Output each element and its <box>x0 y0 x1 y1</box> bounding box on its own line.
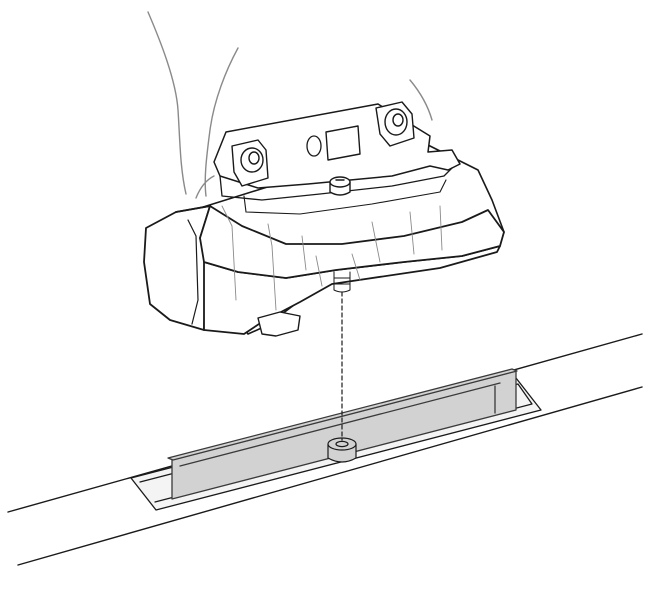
front-edge-detail <box>187 219 199 325</box>
palm-line <box>195 175 215 199</box>
finger-line-2 <box>409 79 433 121</box>
label-hole <box>306 135 322 157</box>
label-window <box>325 125 361 161</box>
threaded-stud <box>333 271 351 293</box>
finger-line-1 <box>204 47 239 197</box>
internal-detail <box>221 205 443 311</box>
base-tab <box>257 311 301 337</box>
t-nut <box>327 437 357 463</box>
rail-bottom-edge <box>17 386 643 566</box>
center-screw <box>329 176 351 196</box>
foot-pack <box>143 101 505 337</box>
front-block-top <box>175 205 505 279</box>
right-bolt <box>375 101 415 147</box>
insert-back-face <box>171 370 517 500</box>
front-block <box>143 205 211 331</box>
left-bolt <box>231 139 269 187</box>
thumb-line <box>147 11 187 195</box>
top-plate-front <box>219 167 453 201</box>
nut-hole <box>335 440 349 448</box>
insert-inner-line <box>179 382 501 467</box>
nut-top <box>327 437 357 451</box>
hand-outline <box>147 11 433 199</box>
rear-wall-detail <box>243 179 447 215</box>
